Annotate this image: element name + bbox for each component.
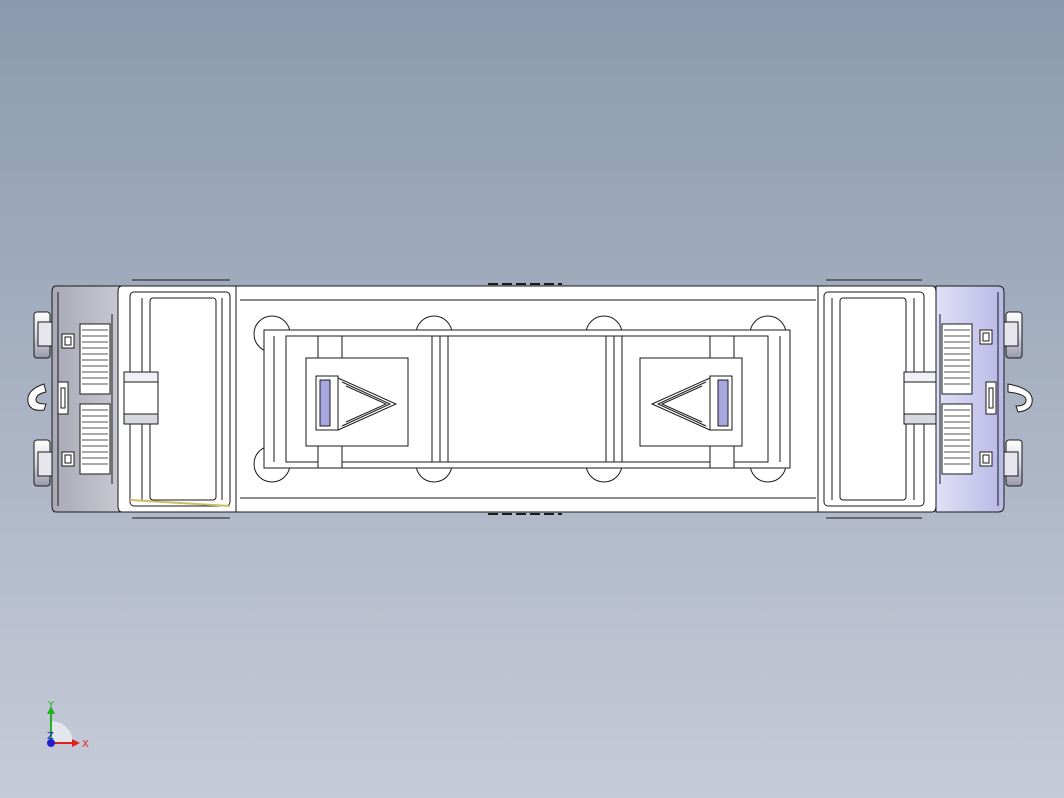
- model-edge: [79, 323, 111, 395]
- model-edge: [985, 381, 997, 415]
- x-axis-arrow: [72, 739, 80, 747]
- model-edge: [979, 451, 993, 467]
- model-edge: [57, 381, 69, 415]
- right-buffers: [1003, 311, 1033, 487]
- model-edge: [656, 381, 707, 427]
- model-edge: [982, 454, 990, 464]
- model-edge: [447, 335, 607, 463]
- x-axis-label: X: [82, 739, 89, 750]
- model-edge: [1007, 383, 1033, 413]
- model-edge: [82, 329, 108, 465]
- model-edge: [37, 451, 53, 477]
- model-edge: [988, 387, 994, 409]
- model-edge: [319, 379, 331, 427]
- model-edge: [263, 329, 791, 469]
- y-axis-arrow: [47, 706, 55, 714]
- model-edge: [64, 454, 72, 464]
- model-edge: [27, 383, 47, 411]
- left-buffers: [27, 311, 53, 487]
- model-edge: [717, 379, 729, 427]
- model-edge: [129, 499, 231, 507]
- coordinate-triad: Y Z X: [47, 700, 89, 750]
- right-cab-nose: [935, 285, 1005, 513]
- z-axis-label: Z: [47, 731, 54, 742]
- model-edge: [317, 445, 343, 469]
- triad-shape: [51, 721, 73, 743]
- right-cab: [817, 279, 937, 519]
- model-edge: [61, 451, 75, 467]
- model-edge: [660, 385, 703, 423]
- model-edge: [941, 323, 973, 395]
- model-edge: [64, 336, 72, 346]
- model-edge: [650, 377, 711, 431]
- model-edge: [639, 357, 743, 447]
- main-body: [235, 283, 821, 515]
- model-edge: [903, 371, 937, 383]
- model-edge: [941, 403, 973, 475]
- model-edge: [709, 445, 735, 469]
- model-edge: [1003, 451, 1019, 477]
- model-edge: [317, 335, 343, 359]
- model-edge: [60, 387, 66, 409]
- y-axis-label: Y: [47, 700, 55, 711]
- model-edge: [27, 279, 1033, 519]
- model-edge: [1003, 321, 1019, 347]
- left-cab: [117, 279, 237, 519]
- model-edge: [149, 297, 217, 501]
- model-edge: [345, 385, 388, 423]
- model-edge: [903, 413, 937, 425]
- model-edge: [979, 329, 993, 345]
- left-cab-nose: [51, 285, 123, 513]
- model-edge: [944, 329, 970, 465]
- model-edge: [341, 381, 392, 427]
- model-edge: [123, 413, 159, 425]
- model-edge: [839, 297, 907, 501]
- model-edge: [305, 357, 409, 447]
- model-edge: [709, 335, 735, 359]
- model-edge: [123, 371, 159, 383]
- model-edge: [37, 321, 53, 347]
- model-edge: [79, 403, 111, 475]
- model-edge: [61, 333, 75, 349]
- model-edge: [337, 377, 398, 431]
- model-edge: [982, 332, 990, 342]
- z-axis-dot: [47, 739, 55, 747]
